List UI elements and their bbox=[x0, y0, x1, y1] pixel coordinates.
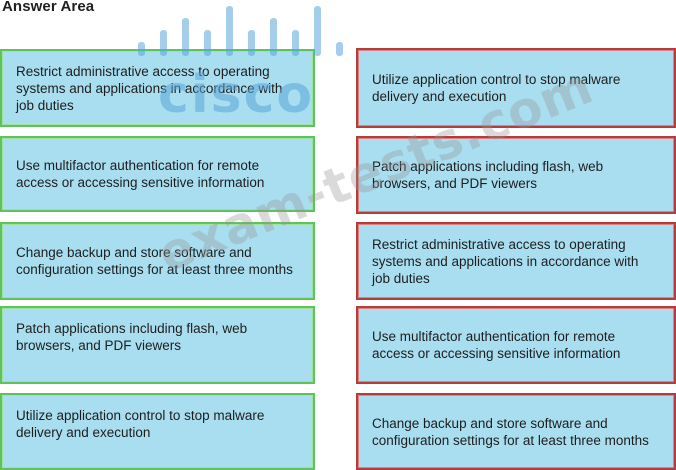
answer-slot-3-label: Restrict administrative access to operat… bbox=[372, 237, 639, 286]
source-item-1[interactable]: Restrict administrative access to operat… bbox=[0, 49, 315, 127]
answer-slot-4-label: Use multifactor authentication for remot… bbox=[372, 329, 621, 361]
source-item-5[interactable]: Utilize application control to stop malw… bbox=[0, 393, 315, 470]
source-item-2[interactable]: Use multifactor authentication for remot… bbox=[0, 136, 315, 212]
source-item-4-label: Patch applications including flash, web … bbox=[16, 321, 248, 353]
answer-slot-1[interactable]: Utilize application control to stop malw… bbox=[356, 48, 676, 128]
source-item-3-label: Change backup and store software and con… bbox=[16, 245, 293, 277]
answer-slot-5[interactable]: Change backup and store software and con… bbox=[356, 393, 676, 470]
source-item-2-label: Use multifactor authentication for remot… bbox=[16, 158, 265, 190]
answer-slot-2[interactable]: Patch applications including flash, web … bbox=[356, 136, 676, 214]
answer-slot-1-label: Utilize application control to stop malw… bbox=[372, 72, 621, 104]
answer-slot-2-label: Patch applications including flash, web … bbox=[372, 159, 604, 191]
source-item-1-label: Restrict administrative access to operat… bbox=[16, 64, 283, 113]
source-item-4[interactable]: Patch applications including flash, web … bbox=[0, 306, 315, 384]
answer-slot-3[interactable]: Restrict administrative access to operat… bbox=[356, 222, 676, 300]
source-item-5-label: Utilize application control to stop malw… bbox=[16, 408, 265, 440]
answer-slot-5-label: Change backup and store software and con… bbox=[372, 415, 649, 448]
answer-slot-4[interactable]: Use multifactor authentication for remot… bbox=[356, 306, 676, 384]
source-item-3[interactable]: Change backup and store software and con… bbox=[0, 222, 315, 300]
answer-area-title: Answer Area bbox=[2, 0, 95, 15]
